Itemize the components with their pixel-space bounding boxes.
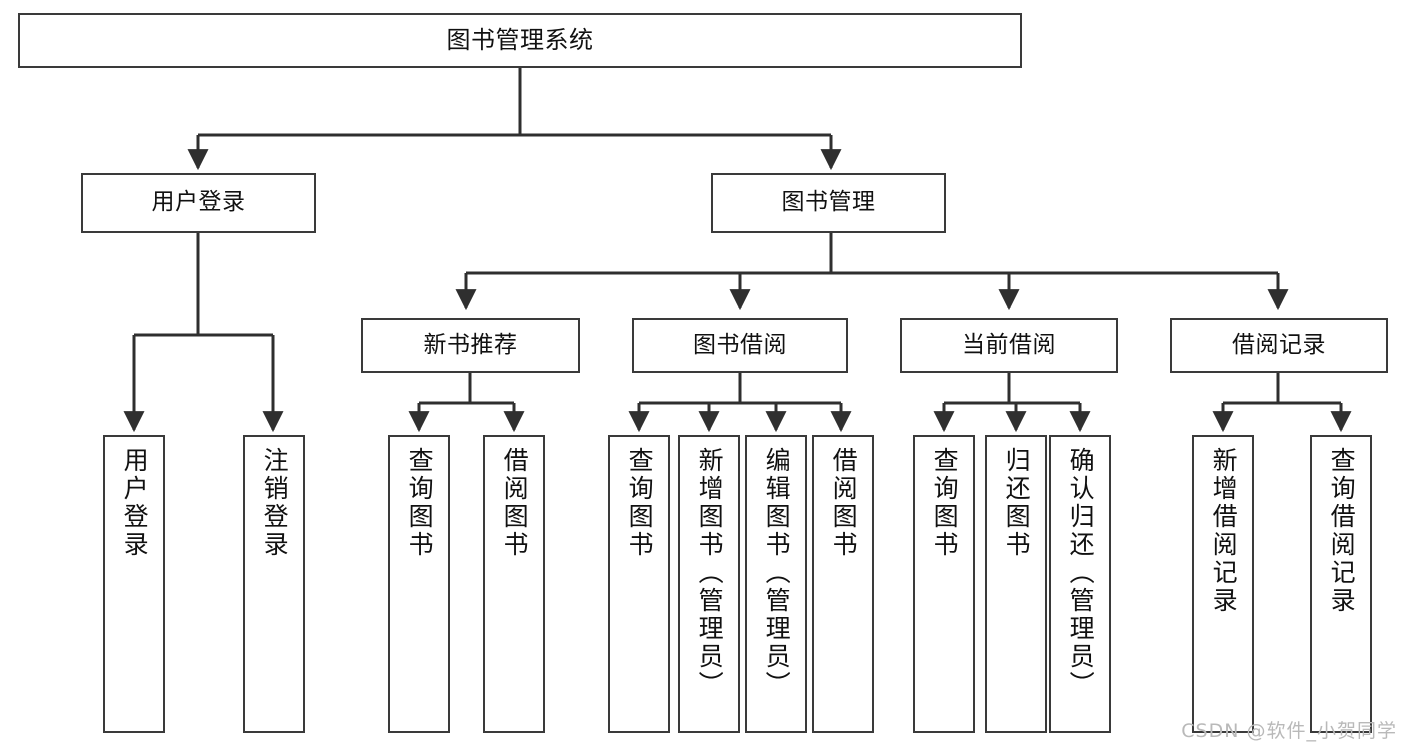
node-book-management[interactable]: 图书管理	[711, 173, 946, 233]
node-user-login[interactable]: 用户登录	[81, 173, 316, 233]
leaf-add-book-admin[interactable]: 新增图书（管理员）	[678, 435, 740, 733]
node-label: 当前借阅	[962, 331, 1056, 358]
leaf-borrow-books-borrowing[interactable]: 借阅图书	[812, 435, 874, 733]
leaf-user-login[interactable]: 用户登录	[103, 435, 165, 733]
node-new-book-recommendation[interactable]: 新书推荐	[361, 318, 580, 373]
leaf-query-borrowing-record[interactable]: 查询借阅记录	[1310, 435, 1372, 733]
leaf-return-books[interactable]: 归还图书	[985, 435, 1047, 733]
node-label: 用户登录	[120, 447, 150, 559]
node-book-borrowing[interactable]: 图书借阅	[632, 318, 848, 373]
node-label: 查询图书	[930, 447, 960, 559]
node-label: 借阅图书	[829, 447, 859, 559]
node-label: 归还图书	[1002, 447, 1032, 559]
node-label: 图书管理	[781, 189, 876, 216]
node-label: 查询借阅记录	[1327, 447, 1357, 615]
leaf-add-borrowing-record[interactable]: 新增借阅记录	[1192, 435, 1254, 733]
leaf-confirm-return-admin[interactable]: 确认归还（管理员）	[1049, 435, 1111, 733]
node-label: 确认归还（管理员）	[1066, 447, 1096, 699]
leaf-logout[interactable]: 注销登录	[243, 435, 305, 733]
leaf-query-books-borrowing[interactable]: 查询图书	[608, 435, 670, 733]
node-label: 注销登录	[260, 447, 290, 559]
node-label: 编辑图书（管理员）	[762, 447, 792, 699]
node-label: 借阅记录	[1232, 331, 1326, 358]
node-label: 新书推荐	[423, 331, 518, 358]
node-label: 借阅图书	[500, 447, 530, 559]
leaf-borrow-books-recommendation[interactable]: 借阅图书	[483, 435, 545, 733]
node-label: 新增图书（管理员）	[695, 447, 725, 699]
node-label: 用户登录	[151, 189, 246, 216]
node-borrowing-records[interactable]: 借阅记录	[1170, 318, 1388, 373]
leaf-query-books-recommendation[interactable]: 查询图书	[388, 435, 450, 733]
watermark: CSDN @软件_小贺同学	[1181, 720, 1397, 742]
node-root-book-management-system[interactable]: 图书管理系统	[18, 13, 1022, 68]
leaf-query-books-current[interactable]: 查询图书	[913, 435, 975, 733]
node-label: 新增借阅记录	[1209, 447, 1239, 615]
node-label: 图书管理系统	[446, 26, 594, 55]
node-label: 图书借阅	[693, 331, 787, 358]
node-label: 查询图书	[625, 447, 655, 559]
node-current-borrowing[interactable]: 当前借阅	[900, 318, 1118, 373]
leaf-edit-book-admin[interactable]: 编辑图书（管理员）	[745, 435, 807, 733]
node-label: 查询图书	[405, 447, 435, 559]
